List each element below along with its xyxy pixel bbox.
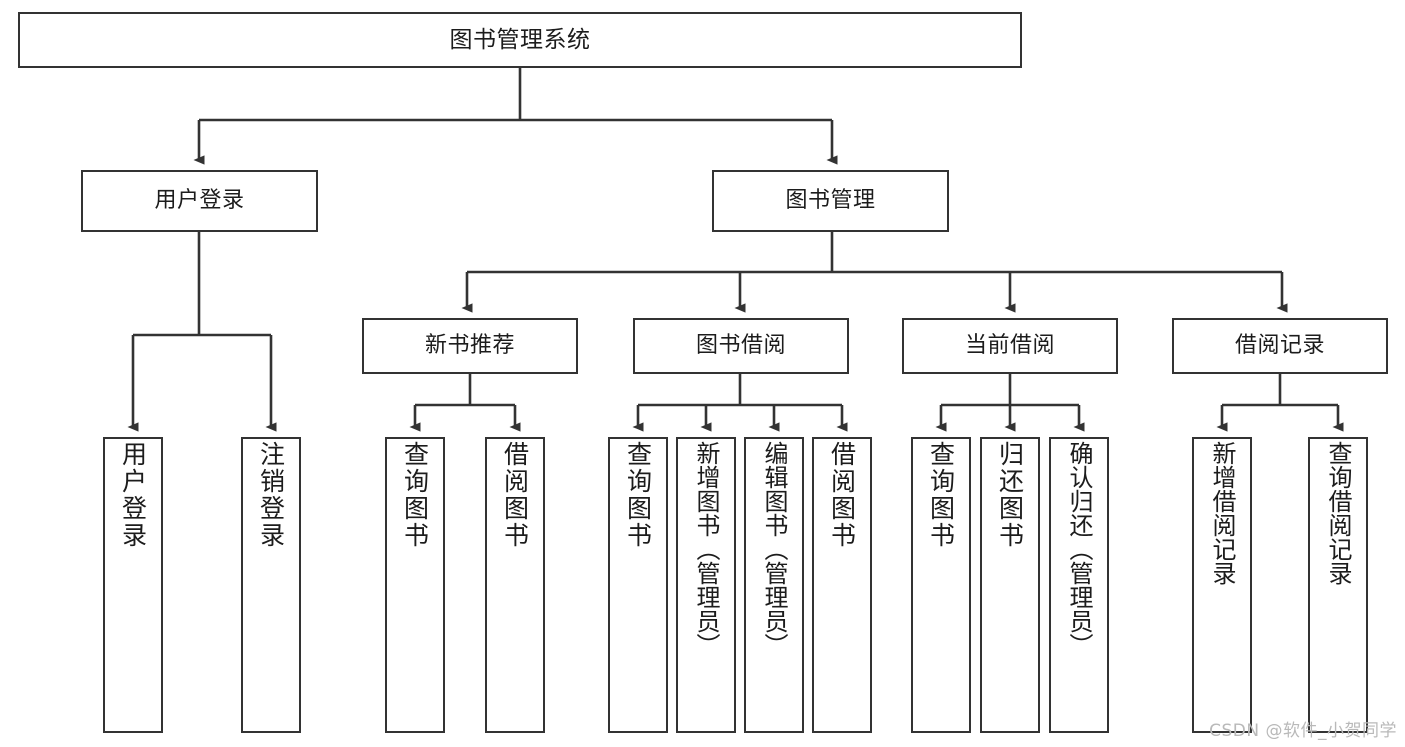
node-label: 用户登录 <box>118 441 148 549</box>
node-label: 归还图书 <box>995 441 1025 549</box>
node-label: 查询图书 <box>400 441 430 549</box>
node-label: 查询图书 <box>623 441 653 549</box>
node-label: 新增图书（管理员） <box>692 441 720 657</box>
node-label: 确认归还（管理员） <box>1065 441 1093 657</box>
leaf-return-book[interactable]: 归还图书 <box>980 437 1040 733</box>
node-current-borrow[interactable]: 当前借阅 <box>902 318 1118 374</box>
node-root-book-management-system[interactable]: 图书管理系统 <box>18 12 1022 68</box>
leaf-query-book-current[interactable]: 查询图书 <box>911 437 971 733</box>
leaf-query-book-recommend[interactable]: 查询图书 <box>385 437 445 733</box>
node-label: 注销登录 <box>256 441 286 549</box>
node-label: 新书推荐 <box>424 333 515 359</box>
node-label: 编辑图书（管理员） <box>760 441 788 657</box>
node-label: 借阅记录 <box>1234 333 1325 359</box>
leaf-borrow-book[interactable]: 借阅图书 <box>812 437 872 733</box>
leaf-user-login[interactable]: 用户登录 <box>103 437 163 733</box>
node-label: 图书管理 <box>785 188 876 214</box>
node-book-management[interactable]: 图书管理 <box>712 170 949 232</box>
node-borrow-record[interactable]: 借阅记录 <box>1172 318 1388 374</box>
node-label: 当前借阅 <box>964 333 1055 359</box>
leaf-add-book-admin[interactable]: 新增图书（管理员） <box>676 437 736 733</box>
node-new-book-recommend[interactable]: 新书推荐 <box>362 318 578 374</box>
leaf-confirm-return-admin[interactable]: 确认归还（管理员） <box>1049 437 1109 733</box>
leaf-logout[interactable]: 注销登录 <box>241 437 301 733</box>
node-book-borrow[interactable]: 图书借阅 <box>633 318 849 374</box>
leaf-add-borrow-record[interactable]: 新增借阅记录 <box>1192 437 1252 733</box>
node-label: 新增借阅记录 <box>1208 441 1236 585</box>
csdn-watermark: CSDN @软件_小贺同学 <box>1209 721 1397 741</box>
leaf-query-borrow-record[interactable]: 查询借阅记录 <box>1308 437 1368 733</box>
leaf-edit-book-admin[interactable]: 编辑图书（管理员） <box>744 437 804 733</box>
node-label: 图书管理系统 <box>449 26 591 53</box>
node-user-login[interactable]: 用户登录 <box>81 170 318 232</box>
node-label: 查询借阅记录 <box>1324 441 1352 585</box>
node-label: 图书借阅 <box>695 333 786 359</box>
leaf-borrow-book-recommend[interactable]: 借阅图书 <box>485 437 545 733</box>
node-label: 借阅图书 <box>500 441 530 549</box>
node-label: 查询图书 <box>926 441 956 549</box>
leaf-query-book-borrow[interactable]: 查询图书 <box>608 437 668 733</box>
node-label: 用户登录 <box>154 188 245 214</box>
node-label: 借阅图书 <box>827 441 857 549</box>
